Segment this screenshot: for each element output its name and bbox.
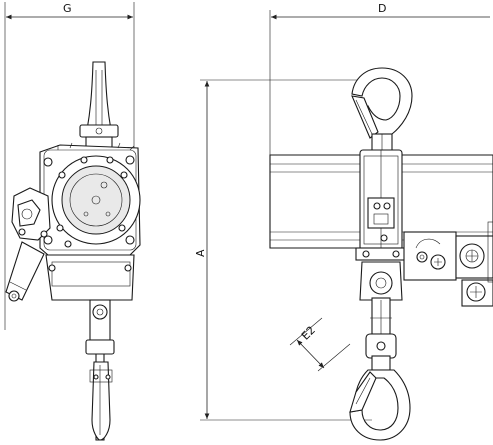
- front-lower-block: [359, 261, 403, 359]
- front-view: D A E2: [194, 2, 493, 441]
- dimension-g-label: G: [63, 2, 72, 15]
- dimension-e2-label: E2: [299, 324, 318, 343]
- front-hoist-body: [355, 149, 407, 261]
- front-motor-unit: [403, 221, 493, 307]
- side-gearbox: [45, 240, 135, 301]
- dimension-a: A: [194, 79, 372, 421]
- side-housing: [39, 142, 141, 256]
- side-control-handle: [5, 187, 51, 302]
- dimension-e2: E2: [289, 317, 351, 372]
- side-view: G: [4, 2, 141, 441]
- side-top-hook: [79, 61, 119, 150]
- dimension-d-label: D: [378, 2, 386, 15]
- front-bottom-hook: [349, 355, 411, 441]
- side-bottom-hook: [85, 299, 115, 441]
- front-top-hook: [351, 67, 413, 153]
- dimension-g: G: [4, 2, 135, 330]
- dimension-a-label: A: [194, 249, 207, 257]
